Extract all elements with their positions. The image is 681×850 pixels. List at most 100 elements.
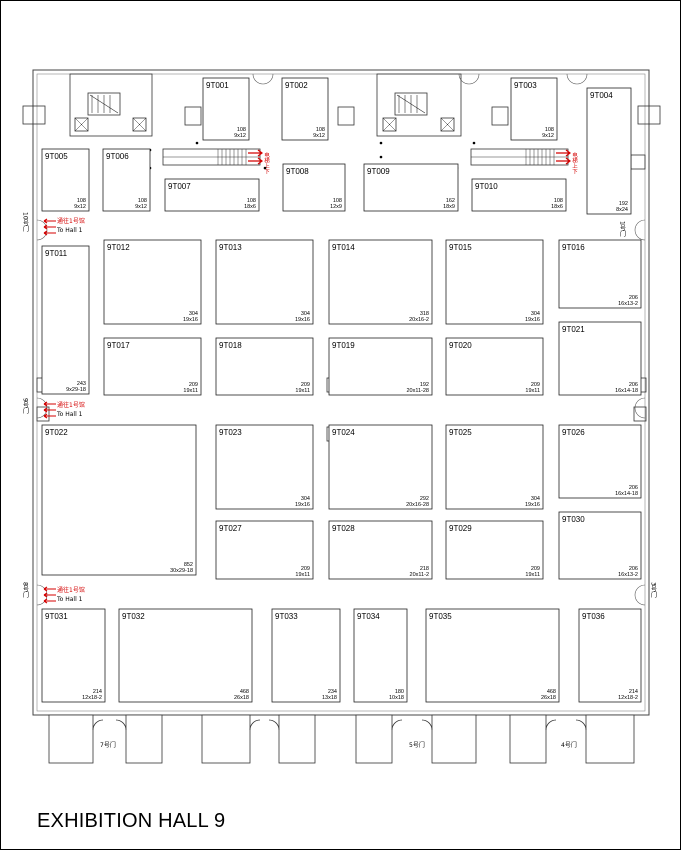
booth-dims: 30x29-18 [170,568,193,574]
booth-area: 209 [301,382,310,388]
booth-dims: 8x24 [616,207,628,213]
booth-outline [558,424,642,499]
booth-outline [118,608,253,703]
booth-id: 9T005 [45,152,68,161]
booth-area: 304 [301,496,310,502]
booth-area: 243 [77,381,86,387]
booth-dims: 19x16 [183,317,198,323]
booth-outline [271,608,341,703]
booth-id: 9T026 [562,428,585,437]
booth-id: 9T010 [475,182,498,191]
booth-dims: 16x14-18 [615,491,638,497]
booth-area: 209 [531,382,540,388]
booth-outline [281,77,329,141]
booth-id: 9T007 [168,182,191,191]
booth-area: 108 [316,127,325,133]
booth-dims: 19x16 [525,317,540,323]
booth-area: 234 [328,689,337,695]
booth-id: 9T014 [332,243,355,252]
booth-outline [41,245,90,395]
booth-area: 214 [93,689,102,695]
booth-dims: 19x11 [183,388,198,394]
booth-area: 209 [531,566,540,572]
booth-outline [102,148,151,212]
booth-outline [445,337,544,396]
booth-dims: 20x11-28 [406,388,429,394]
booth-id: 9T033 [275,612,298,621]
booth-area: 108 [554,198,563,204]
booth-outline [282,163,346,212]
booth-dims: 16x13-2 [618,301,638,307]
booth-outline [103,337,202,396]
to-hall-en-10: To Hall 1 [56,227,83,234]
booth-id: 9T008 [286,167,309,176]
door-3-label: 3号门 [650,582,657,599]
booth-outline [445,424,544,510]
booth-id: 9T006 [106,152,129,161]
hall-inner-wall [36,73,646,712]
booth-area: 192 [420,382,429,388]
booth-outline [41,424,197,576]
door-8-label: 8号门 [22,582,29,599]
door-swings [36,73,646,606]
booth-id: 9T018 [219,341,242,350]
booth-dims: 9x12 [74,204,86,210]
booth-area: 108 [545,127,554,133]
door-1-label: 1号门 [619,221,626,238]
booth-id: 9T025 [449,428,472,437]
booth-area: 206 [629,382,638,388]
booth-outline [215,337,314,396]
bottom-bays [48,714,635,764]
booth-outline [103,239,202,325]
booth-id: 9T034 [357,612,380,621]
booth-outline [445,520,544,580]
booth-id: 9T003 [514,81,537,90]
booth-outline [578,608,642,703]
booth-area: 214 [629,689,638,695]
booth-outline [164,178,260,212]
booth-id: 9T004 [590,91,613,100]
booth-area: 180 [395,689,404,695]
booth-dims: 19x11 [295,388,310,394]
booth-area: 304 [189,311,198,317]
booth-dims: 9x12 [313,133,325,139]
booth-id: 9T023 [219,428,242,437]
